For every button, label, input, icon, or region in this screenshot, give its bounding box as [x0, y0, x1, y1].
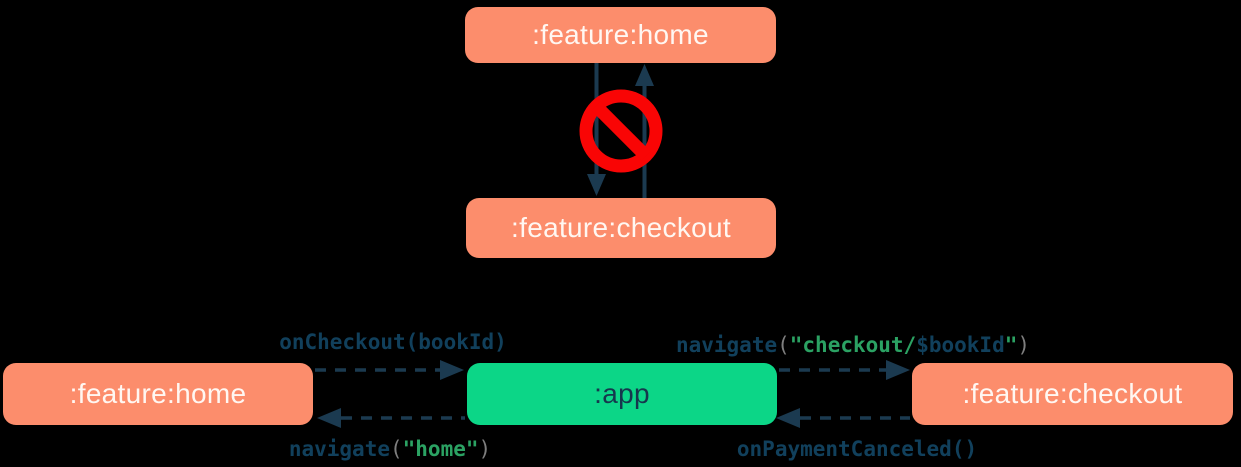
code-text: bookId — [418, 330, 495, 354]
arrow-onpaymentcanceled — [776, 408, 910, 428]
code-text: ( — [777, 333, 790, 357]
code-text: $bookId — [916, 333, 1005, 357]
arrow-navigate-checkout — [779, 360, 910, 380]
code-text: "home" — [402, 437, 479, 461]
node-feature-home-bottom: :feature:home — [3, 363, 313, 425]
node-feature-checkout-top: :feature:checkout — [466, 198, 776, 258]
edge-label-onpaymentcanceled: onPaymentCanceled() — [737, 437, 977, 462]
arrow-oncheckout — [315, 360, 464, 380]
node-app: :app — [467, 363, 777, 425]
code-text: navigate — [288, 437, 390, 461]
edge-label-oncheckout: onCheckout(bookId) — [279, 330, 507, 355]
no-entry-icon — [579, 89, 663, 173]
node-feature-home-top: :feature:home — [465, 7, 776, 63]
code-text: ) — [494, 330, 507, 354]
code-text: ) — [1017, 333, 1031, 357]
code-text: ) — [478, 437, 492, 461]
edge-label-navigate-checkout: navigate("checkout/$bookId") — [676, 333, 1030, 358]
node-label: :feature:home — [69, 378, 247, 409]
code-text: onCheckout( — [279, 330, 419, 354]
node-label: :feature:checkout — [511, 212, 731, 243]
node-label: :feature:checkout — [962, 378, 1183, 409]
code-text: "checkout/ — [789, 333, 917, 357]
node-label: :app — [594, 378, 650, 409]
node-label: :feature:home — [532, 19, 709, 50]
code-text: onPaymentCanceled() — [736, 437, 978, 461]
code-text: navigate — [675, 333, 778, 357]
node-feature-checkout-bottom: :feature:checkout — [912, 363, 1233, 425]
code-text: ( — [389, 437, 403, 461]
code-text: " — [1004, 333, 1018, 357]
arrow-navigate-home — [317, 408, 465, 428]
edge-label-navigate-home: navigate("home") — [289, 437, 491, 462]
